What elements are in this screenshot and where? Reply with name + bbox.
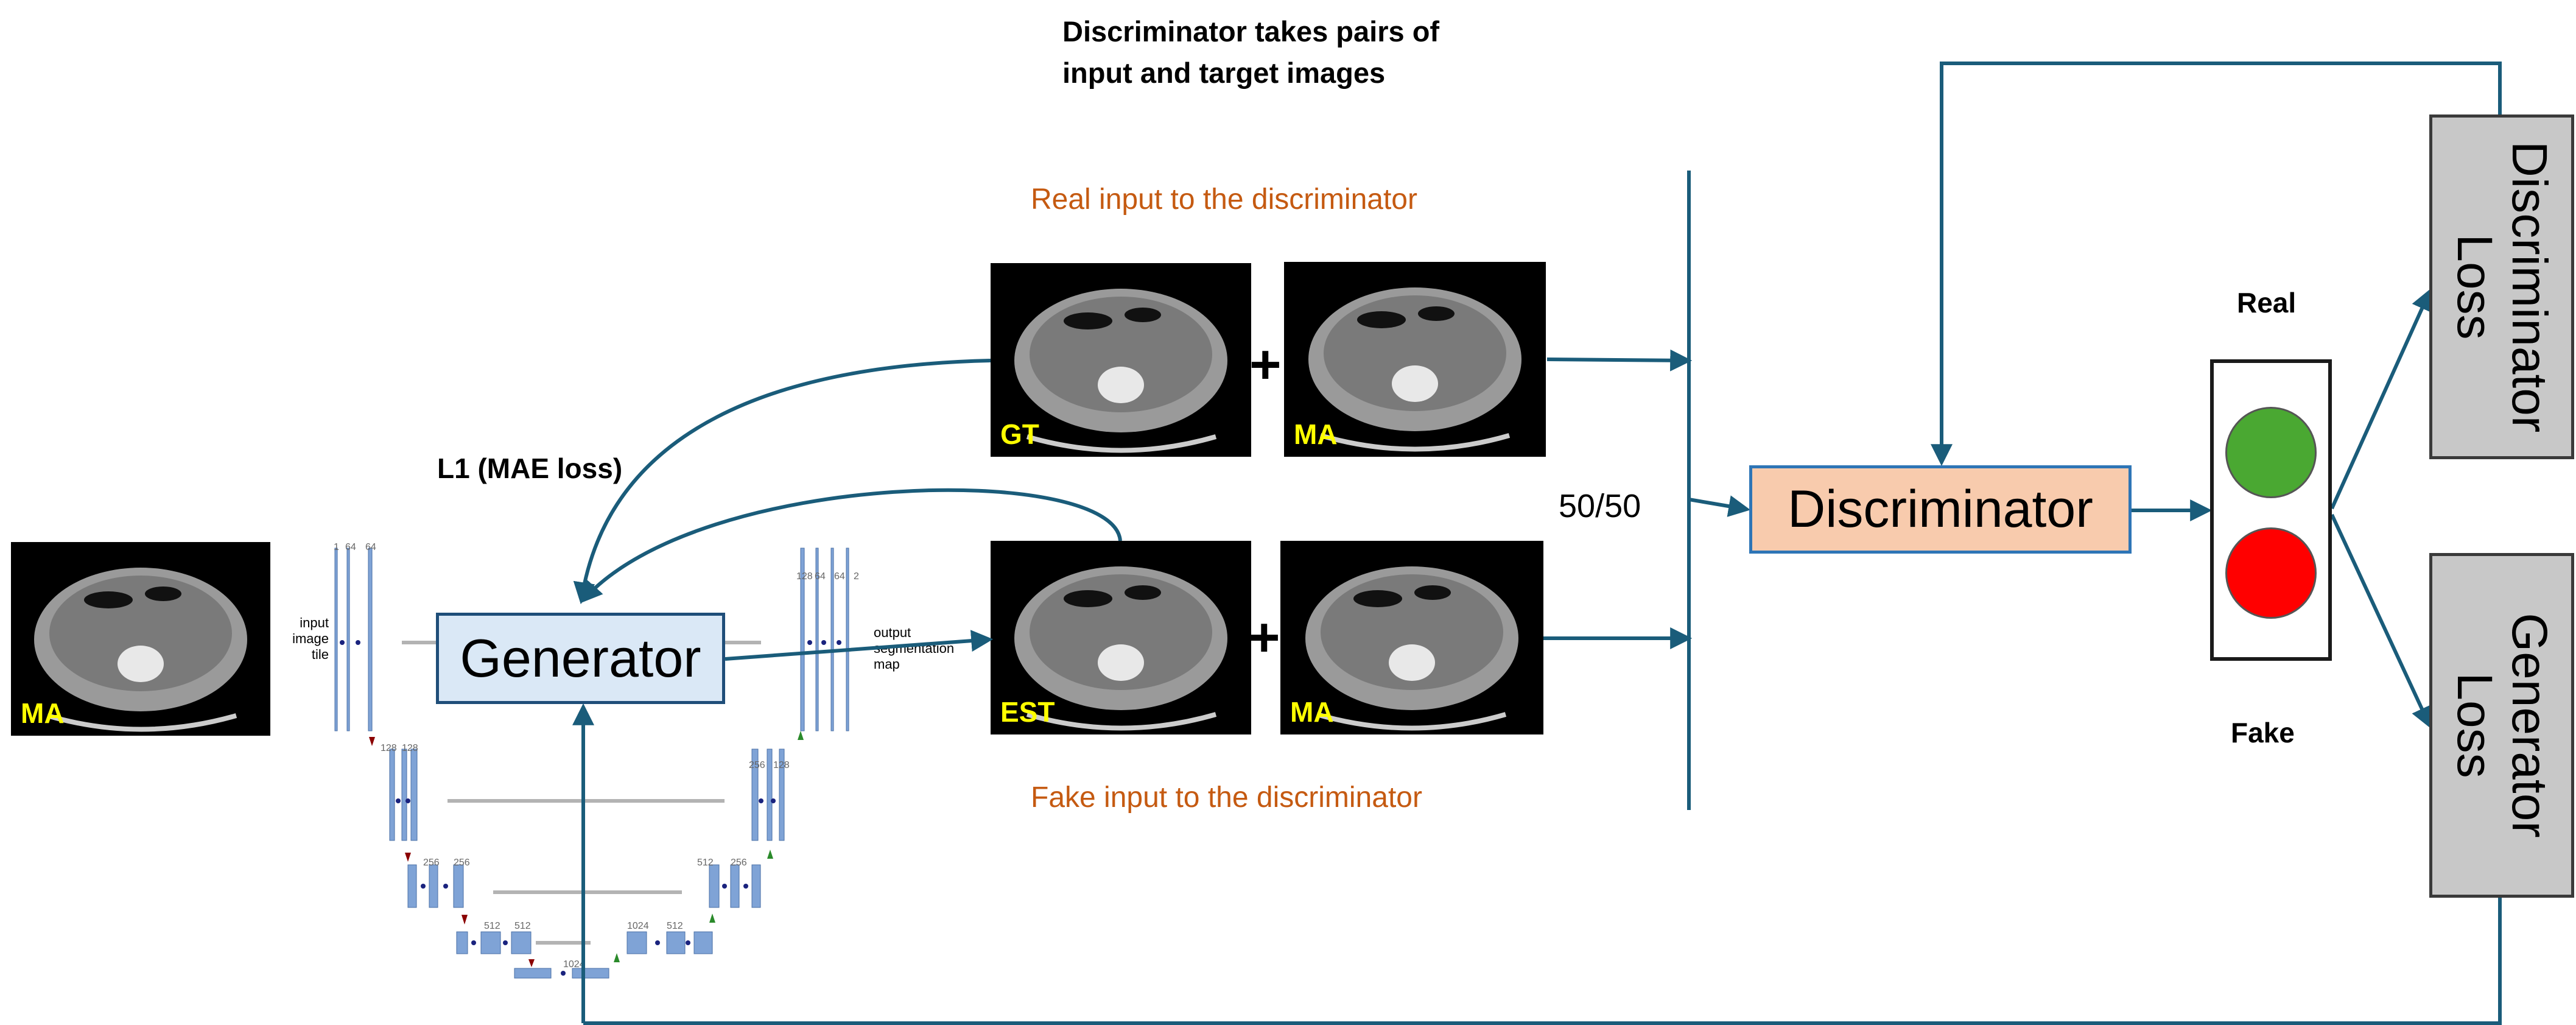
unet-channels-r2-0: 256 [749, 760, 765, 770]
discriminator-block: Discriminator [1749, 465, 2132, 554]
unet-channels-top-left-1: 64 [345, 542, 356, 552]
ct-scan-graphic [1014, 566, 1227, 731]
header-note: Discriminator takes pairs of input and t… [1062, 11, 1439, 94]
unet-channels-r3-0: 512 [697, 858, 714, 868]
header-note-line2: input and target images [1062, 57, 1386, 89]
unet-channels-top-left-0: 1 [334, 542, 339, 552]
plus-bottom: + [1248, 607, 1280, 668]
unet-channels-bottom-0: 1024 [563, 959, 585, 970]
ma-top-tag: MA [1294, 418, 1338, 450]
ratio-label: 50/50 [1559, 488, 1641, 524]
est-tag: EST [1000, 696, 1055, 728]
unet-channels-l2-0: 128 [381, 743, 397, 753]
unet-channels-l3-0: 256 [423, 858, 440, 868]
ct-scan-graphic [1308, 287, 1521, 452]
ct-scan-graphic [1014, 289, 1227, 453]
input-ma-tag: MA [21, 697, 65, 729]
ct-image-est: EST [991, 541, 1251, 734]
header-note-line1: Discriminator takes pairs of [1062, 15, 1440, 48]
ct-image-gt: GT [991, 263, 1251, 457]
unet-channels-l4-1: 512 [514, 921, 531, 931]
unet-channels-l4-0: 512 [484, 921, 500, 931]
unet-channels-r2-1: 128 [773, 760, 790, 770]
unet-channels-r3-1: 256 [731, 858, 747, 868]
ct-image-ma-top: MA [1284, 262, 1546, 457]
fake-input-label: Fake input to the discriminator [1031, 781, 1422, 814]
real-lamp [2225, 407, 2317, 498]
generator-loss-label-line-1: Loss [2447, 672, 2502, 778]
discriminator-loss-label-line-1: Loss [2447, 234, 2502, 340]
gt-tag: GT [1000, 418, 1039, 450]
discriminator-loss-label-line-0: Discriminator [2502, 141, 2557, 433]
unet-input-label: input image tile [292, 615, 329, 662]
unet-channels-l3-1: 256 [454, 858, 470, 868]
real-label: Real [2237, 287, 2297, 319]
unet-channels-r4-0: 1024 [627, 921, 649, 931]
unet-channels-top-right-0: 128 [796, 571, 813, 582]
unet-channels-top-right-1: 64 [815, 571, 826, 582]
traffic-light [2210, 359, 2332, 661]
unet-channels-top-right-3: 2 [854, 571, 859, 582]
ma-bottom-tag: MA [1290, 696, 1334, 728]
fake-lamp [2225, 527, 2317, 619]
real-input-label: Real input to the discriminator [1031, 183, 1417, 216]
l1-loss-label: L1 (MAE loss) [437, 453, 623, 484]
unet-channels-r4-1: 512 [667, 921, 683, 931]
fake-label: Fake [2231, 717, 2295, 748]
unet-channels-l2-1: 128 [402, 743, 418, 753]
unet-channels-top-left-2: 64 [365, 542, 376, 552]
ct-scan-graphic [34, 568, 247, 732]
plus-top: + [1249, 334, 1282, 395]
ct-image-input: MA [11, 542, 270, 736]
ct-scan-graphic [1305, 566, 1518, 731]
generator-block: Generator [436, 613, 725, 704]
ct-image-ma-bottom: MA [1280, 541, 1543, 734]
generator-loss-label-line-0: Generator [2502, 613, 2557, 838]
unet-channels-top-right-2: 64 [834, 571, 845, 582]
